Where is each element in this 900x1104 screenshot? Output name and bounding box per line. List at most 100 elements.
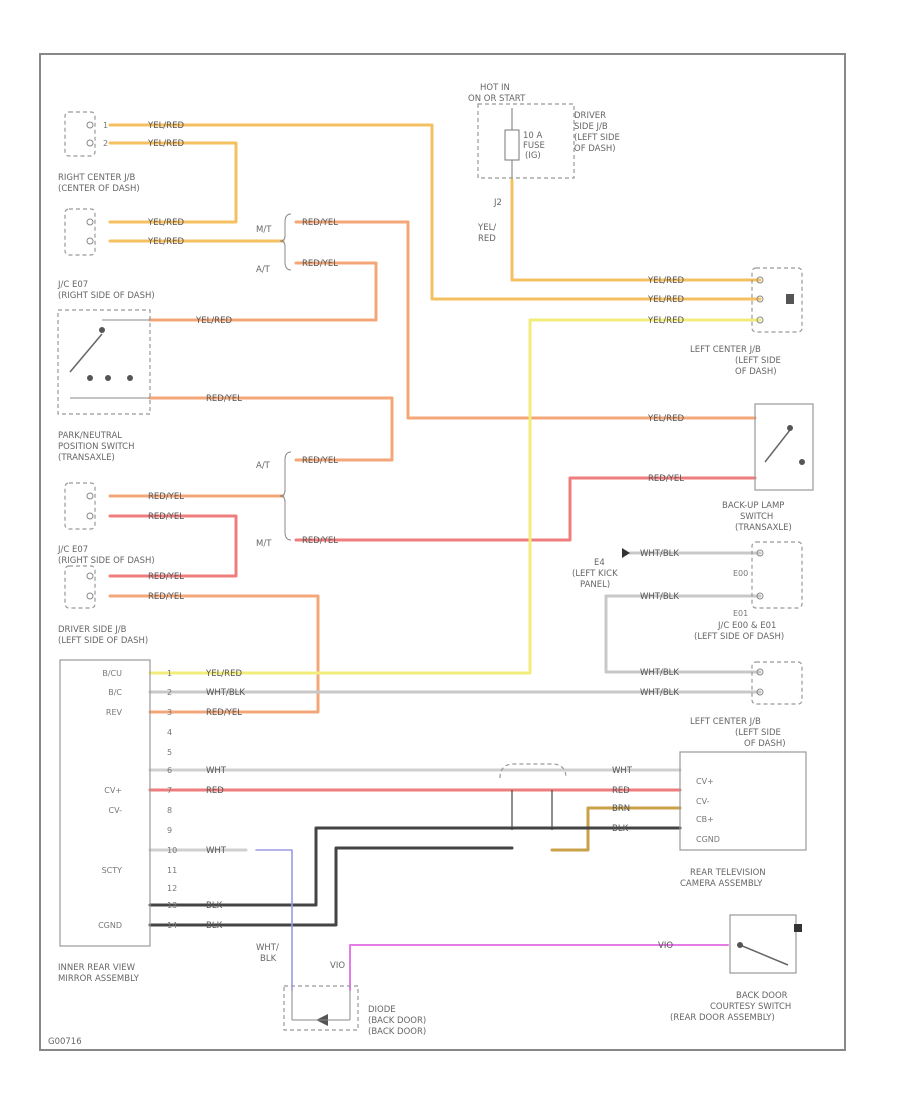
mirror-label: INNER REAR VIEW MIRROR ASSEMBLY — [58, 963, 140, 984]
wire-yellow-long — [148, 318, 762, 675]
fuse-label: 10 A FUSE (IG) — [523, 131, 548, 161]
wire-redyel-pn — [148, 396, 394, 462]
mirror-pin-name: CGND — [98, 921, 122, 930]
fuse-wire-color-label: YEL/ RED — [477, 223, 499, 244]
driver-jb-left-connector — [64, 565, 96, 609]
wl-blk-cam: BLK — [612, 824, 629, 834]
wl-redyel-bu: RED/YEL — [648, 474, 684, 484]
mirror-pin-name: REV — [106, 708, 123, 717]
right-center-jb-label: RIGHT CENTER J/B (CENTER OF DASH) — [58, 173, 140, 194]
wl-red-m: RED — [206, 786, 224, 796]
wl-red-cam: RED — [612, 786, 630, 796]
left-kick-label: E4 (LEFT KICK PANEL) — [572, 558, 620, 590]
mt-at-brace-top: M/T A/T — [256, 213, 292, 275]
mirror-pin-number: 4 — [167, 728, 172, 737]
mt-label-lower: M/T — [256, 539, 272, 549]
mirror-pin-number: 7 — [167, 786, 172, 795]
mirror-pin-number: 13 — [167, 901, 177, 910]
at-label-lower: A/T — [256, 461, 271, 471]
driver-jb-left-label: DRIVER SIDE J/B (LEFT SIDE OF DASH) — [58, 625, 148, 646]
mirror-pin-number: 9 — [167, 826, 172, 835]
right-center-jb-connector: 1 2 — [64, 111, 108, 157]
diagram-frame — [39, 53, 846, 1051]
jc-e07-lower-label: J/C E07 (RIGHT SIDE OF DASH) — [57, 545, 155, 566]
diode-label: DIODE (BACK DOOR) (BACK DOOR) — [368, 1005, 429, 1037]
diode-wire-color-label: WHT/ BLK — [256, 943, 282, 964]
courtesy-label: BACK DOOR COURTESY SWITCH (REAR DOOR ASS… — [670, 991, 794, 1023]
vio-label-diode: VIO — [330, 961, 345, 971]
jc-e00-e01-connector: E00 E01 — [733, 541, 803, 618]
diode — [283, 985, 359, 1031]
left-center-jb-mid-connector — [751, 661, 803, 705]
wl-yelred-4: YEL/RED — [147, 237, 184, 247]
wl-yelred-2: YEL/RED — [147, 139, 184, 149]
wl-redyel-jc2: RED/YEL — [148, 512, 184, 522]
park-neutral-label: PARK/NEUTRAL POSITION SWITCH (TRANSAXLE) — [58, 431, 137, 463]
camera-pin-cbp: CB+ — [696, 815, 714, 824]
hot-in-label: HOT IN ON OR START — [468, 83, 526, 104]
wire-redyel-at — [148, 261, 378, 322]
pin-r1: 1 — [103, 121, 108, 130]
wire-whtblk-drop — [604, 594, 762, 674]
wl-redyel-jc1: RED/YEL — [148, 492, 184, 502]
mirror-pin-name: B/CU — [102, 669, 122, 678]
wl-wht-cam: WHT — [612, 766, 633, 776]
mirror-pin-number: 2 — [167, 688, 172, 697]
wl-whtblk-e00: WHT/BLK — [640, 549, 679, 559]
wl-redyel-jc4: RED/YEL — [148, 592, 184, 602]
jc-e07-upper-connector — [64, 208, 96, 256]
wire-color-labels: YEL/RED YEL/RED YEL/RED YEL/RED RED/YEL … — [147, 121, 684, 951]
jc-e07-lower-connector — [64, 482, 96, 530]
wl-yelred-lc1: YEL/RED — [647, 276, 684, 286]
back-door-courtesy-switch — [729, 914, 802, 974]
mirror-pin-number: 8 — [167, 806, 172, 815]
wl-redyel-jc3: RED/YEL — [148, 572, 184, 582]
wl-wht-scty: WHT — [206, 846, 227, 856]
wl-redyel-at: RED/YEL — [302, 259, 338, 269]
wl-redyel-at2: RED/YEL — [302, 456, 338, 466]
wire-blue-diode — [255, 849, 293, 991]
wl-vio-door: VIO — [658, 941, 673, 951]
wl-brn-cam: BRN — [612, 804, 630, 814]
wl-yelred-bu: YEL/RED — [647, 414, 684, 424]
jc-e07-upper-label: J/C E07 (RIGHT SIDE OF DASH) — [57, 280, 155, 301]
mirror-pin-number: 5 — [167, 748, 172, 757]
wl-blk-m2: BLK — [206, 921, 223, 931]
park-neutral-switch — [57, 309, 151, 415]
mirror-pin-name: CV- — [109, 806, 123, 815]
mirror-pin-number: 3 — [167, 708, 172, 717]
at-label-top: A/T — [256, 265, 271, 275]
wire-yelred-a — [108, 123, 762, 301]
wire-blk-cgnd — [148, 826, 682, 907]
wl-yelred-lc3: YEL/RED — [647, 316, 684, 326]
wire-yelred-fuse — [510, 178, 762, 282]
wl-wht-m: WHT — [206, 766, 227, 776]
wires — [108, 123, 762, 991]
pin-r2: 2 — [103, 139, 108, 148]
e00-label: E00 — [733, 569, 748, 578]
wl-yelred-1: YEL/RED — [147, 121, 184, 131]
left-center-jb-top-connector — [751, 267, 803, 333]
j2-label: J2 — [493, 198, 502, 208]
wl-whtblk-m2: WHT/BLK — [206, 688, 245, 698]
wl-redyel-mt: RED/YEL — [302, 218, 338, 228]
camera-label: REAR TELEVISION CAMERA ASSEMBLY — [680, 868, 768, 889]
wl-blk-m1: BLK — [206, 901, 223, 911]
wl-redyel-mt2: RED/YEL — [302, 536, 338, 546]
wire-redyel-mt — [294, 220, 757, 420]
wl-yelred-3: YEL/RED — [147, 218, 184, 228]
mt-label-top: M/T — [256, 225, 272, 235]
mirror-pin-number: 12 — [167, 884, 177, 893]
wire-yelred-b — [108, 141, 238, 224]
mt-at-brace-lower: A/T M/T — [256, 451, 292, 549]
figure-id: G00716 — [48, 1037, 82, 1047]
rear-camera-assembly: CV+ CV- CB+ CGND — [679, 751, 807, 851]
wl-redyel-pn: RED/YEL — [206, 394, 242, 404]
camera-pin-cgnd: CGND — [696, 835, 720, 844]
left-kick-ground — [622, 548, 630, 558]
mirror-pin-number: 11 — [167, 866, 177, 875]
wire-redyel-jc3 — [108, 594, 320, 714]
backup-lamp-label: BACK-UP LAMP SWITCH (TRANSAXLE) — [722, 501, 792, 533]
